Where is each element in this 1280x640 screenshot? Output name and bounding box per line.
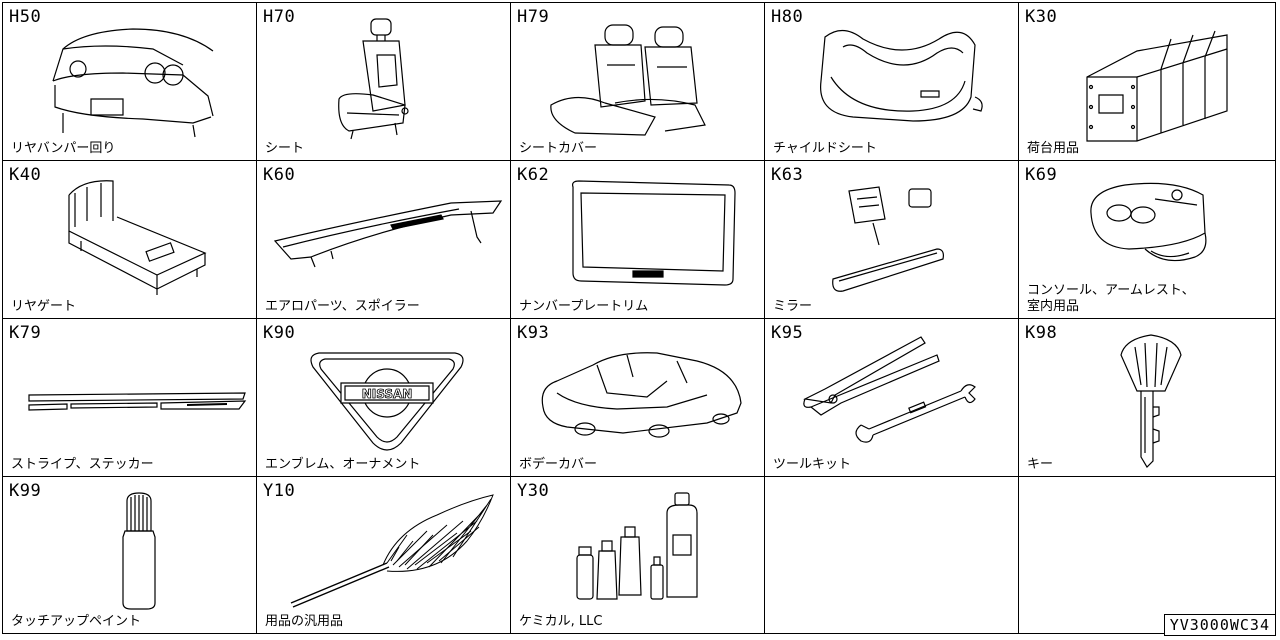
mirror-icon: [829, 183, 979, 295]
item-code: H79: [517, 7, 550, 27]
catalog-cell-y10[interactable]: Y10 用品の汎用品: [257, 477, 511, 633]
item-code: Y10: [263, 481, 296, 501]
item-code: K79: [9, 323, 42, 343]
item-label: リヤバンパー回り: [11, 141, 116, 156]
reference-code: YV3000WC34: [1163, 614, 1276, 636]
license-plate-rim-icon: [567, 179, 737, 287]
item-label: ツールキット: [773, 457, 852, 472]
item-label: シート: [265, 141, 305, 156]
seat-cover-icon: [545, 21, 715, 141]
item-label: 荷台用品: [1027, 141, 1080, 156]
catalog-cell-empty-1: [765, 477, 1019, 633]
item-label: リヤゲート: [11, 299, 77, 314]
item-code: H50: [9, 7, 42, 27]
item-code: K90: [263, 323, 296, 343]
item-code: H80: [771, 7, 804, 27]
item-code: Y30: [517, 481, 550, 501]
item-label: ミラー: [773, 299, 813, 314]
item-code: K95: [771, 323, 804, 343]
item-code: K40: [9, 165, 42, 185]
item-label: ケミカル, LLC: [519, 614, 603, 629]
catalog-cell-k69[interactable]: K69 コンソール、アームレスト、 室内用品: [1019, 161, 1275, 319]
item-code: K62: [517, 165, 550, 185]
rear-gate-icon: [57, 177, 217, 299]
cargo-box-icon: [1081, 21, 1231, 143]
catalog-cell-k62[interactable]: K62 ナンバープレートリム: [511, 161, 765, 319]
item-label: 用品の汎用品: [265, 614, 344, 629]
item-code: K98: [1025, 323, 1058, 343]
rear-bumper-icon: [43, 21, 223, 139]
body-cover-icon: [537, 347, 743, 439]
item-label: チャイルドシート: [773, 141, 877, 156]
catalog-cell-h70[interactable]: H70 シート: [257, 3, 511, 161]
catalog-cell-k63[interactable]: K63 ミラー: [765, 161, 1019, 319]
seat-icon: [333, 15, 423, 141]
item-code: K63: [771, 165, 804, 185]
catalog-cell-y30[interactable]: Y30 ケミカル, LLC: [511, 477, 765, 633]
item-label: シートカバー: [519, 141, 598, 156]
touch-up-paint-icon: [117, 491, 161, 611]
stripe-sticker-icon: [27, 391, 247, 413]
catalog-cell-h50[interactable]: H50 リヤバンパー回り: [3, 3, 257, 161]
catalog-cell-k30[interactable]: K30 荷台用品: [1019, 3, 1275, 161]
item-label: タッチアップペイント: [11, 614, 142, 629]
catalog-cell-k79[interactable]: K79 ストライプ、ステッカー: [3, 319, 257, 477]
item-label: ナンバープレートリム: [519, 299, 649, 314]
child-seat-icon: [813, 17, 991, 129]
item-code: H70: [263, 7, 296, 27]
catalog-cell-k90[interactable]: K90 NISSAN エンブレム、オーナメント: [257, 319, 511, 477]
catalog-cell-h79[interactable]: H79 シートカバー: [511, 3, 765, 161]
catalog-cell-k40[interactable]: K40 リヤゲート: [3, 161, 257, 319]
catalog-cell-k60[interactable]: K60 エアロパーツ、スポイラー: [257, 161, 511, 319]
item-code: K30: [1025, 7, 1058, 27]
key-icon: [1115, 331, 1187, 473]
item-code: K69: [1025, 165, 1058, 185]
emblem-text: NISSAN: [362, 387, 413, 401]
catalog-cell-k95[interactable]: K95 ツールキット: [765, 319, 1019, 477]
tool-kit-icon: [801, 333, 979, 447]
item-label: ボデーカバー: [519, 457, 598, 472]
item-label: エンブレム、オーナメント: [265, 457, 421, 472]
item-code: K99: [9, 481, 42, 501]
chemical-bottles-icon: [571, 491, 701, 603]
duster-icon: [287, 491, 497, 607]
catalog-cell-k93[interactable]: K93 ボデーカバー: [511, 319, 765, 477]
item-label: コンソール、アームレスト、 室内用品: [1027, 283, 1195, 314]
catalog-cell-h80[interactable]: H80 チャイルドシート: [765, 3, 1019, 161]
item-label: エアロパーツ、スポイラー: [265, 299, 420, 314]
item-label: ストライプ、ステッカー: [11, 457, 154, 472]
console-icon: [1085, 177, 1211, 269]
catalog-cell-k99[interactable]: K99 タッチアップペイント: [3, 477, 257, 633]
catalog-cell-k98[interactable]: K98 キー: [1019, 319, 1275, 477]
emblem-icon: NISSAN: [305, 347, 469, 451]
item-label: キー: [1027, 457, 1054, 472]
item-code: K93: [517, 323, 550, 343]
item-code: K60: [263, 165, 296, 185]
spoiler-icon: [271, 197, 503, 273]
catalog-cell-empty-2: [1019, 477, 1275, 633]
